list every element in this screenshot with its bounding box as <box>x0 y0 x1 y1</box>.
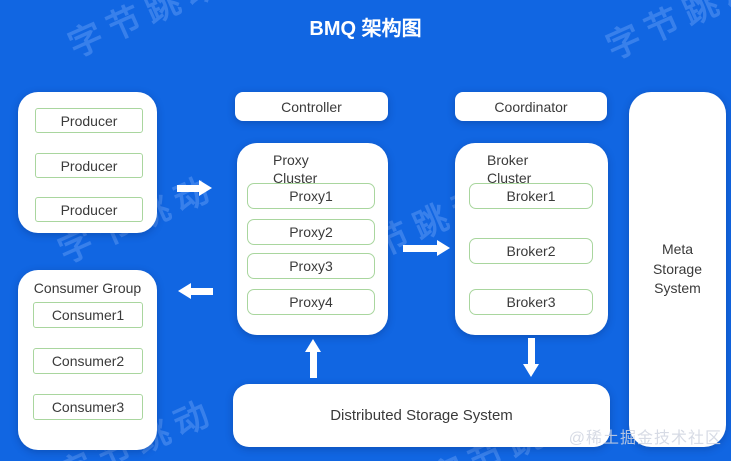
proxy-node: Proxy2 <box>247 219 375 245</box>
arrow-shaft <box>309 352 317 378</box>
arrow-head <box>178 283 191 299</box>
proxy-cluster-title: Proxy Cluster <box>273 152 318 187</box>
broker-node: Broker1 <box>469 183 593 209</box>
meta-storage-system-panel: Meta Storage System <box>629 92 726 447</box>
producer-group-panel: Producer Producer Producer <box>18 92 157 233</box>
consumer-node: Consumer2 <box>33 348 143 374</box>
credit-watermark: @稀土掘金技术社区 <box>568 430 722 447</box>
producer-node: Producer <box>35 108 143 133</box>
proxy-node: Proxy1 <box>247 183 375 209</box>
meta-storage-system-label: Meta Storage System <box>652 241 703 297</box>
consumer-group-title: Consumer Group <box>33 280 142 296</box>
arrow-head <box>437 240 450 256</box>
arrow-shaft <box>403 244 437 252</box>
coordinator-node: Coordinator <box>455 92 607 121</box>
broker-cluster-title: Broker Cluster <box>487 152 532 187</box>
arrow-shaft <box>177 184 199 192</box>
consumer-node: Consumer3 <box>33 394 143 420</box>
arrow-proxy-to-broker-icon <box>403 240 450 256</box>
distributed-storage-system-label: Distributed Storage System <box>330 407 513 424</box>
arrow-proxy-to-consumer-icon <box>178 283 213 299</box>
proxy-cluster-panel: Proxy Cluster Proxy1 Proxy2 Proxy3 Proxy… <box>237 143 388 335</box>
diagram-title: BMQ 架构图 <box>309 18 422 40</box>
arrow-shaft <box>527 338 535 364</box>
arrow-head <box>523 364 539 377</box>
arrow-shaft <box>191 287 213 295</box>
arrow-storage-to-proxy-icon <box>305 339 321 378</box>
arrow-broker-to-storage-icon <box>523 338 539 377</box>
broker-node: Broker3 <box>469 289 593 315</box>
arrow-head <box>199 180 212 196</box>
broker-cluster-panel: Broker Cluster Broker1 Broker2 Broker3 <box>455 143 608 335</box>
consumer-node: Consumer1 <box>33 302 143 328</box>
proxy-node: Proxy3 <box>247 253 375 279</box>
proxy-node: Proxy4 <box>247 289 375 315</box>
producer-node: Producer <box>35 153 143 178</box>
arrow-producer-to-proxy-icon <box>177 180 212 196</box>
broker-node: Broker2 <box>469 238 593 264</box>
controller-node: Controller <box>235 92 388 121</box>
producer-node: Producer <box>35 197 143 222</box>
consumer-group-panel: Consumer Group Consumer1 Consumer2 Consu… <box>18 270 157 450</box>
distributed-storage-system-panel: Distributed Storage System <box>233 384 610 447</box>
arrow-head <box>305 339 321 352</box>
